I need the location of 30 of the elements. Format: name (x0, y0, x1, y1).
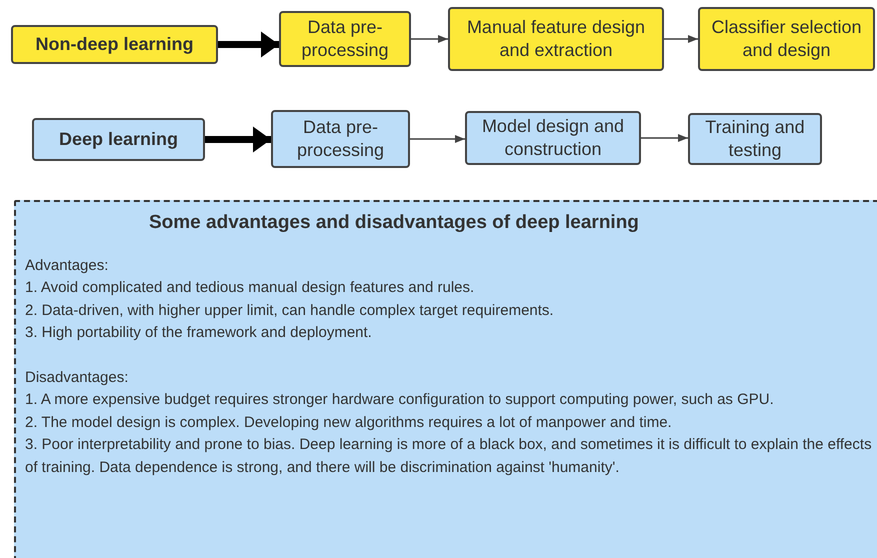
box-label: Data pre-processing (300, 16, 390, 62)
note-text: Disadvantages: (25, 368, 130, 388)
arrow (664, 35, 698, 43)
process-box (698, 7, 875, 71)
note-text: 2. Data-driven, with higher upper limit, can handle complex target requirements. (25, 300, 555, 320)
arrow (410, 135, 465, 143)
process-box (688, 113, 822, 165)
box-label: Training and testing (704, 116, 806, 162)
notes-panel (14, 200, 877, 558)
note-text: 3. High portability of the framework and deployment. (25, 323, 373, 343)
box-label: Classifier selection and design (710, 16, 863, 62)
process-box (11, 25, 218, 64)
process-box (448, 7, 664, 71)
note-text: 1. A more expensive budget requires stronger hardware configuration to support computing power, such as GPU. (25, 390, 775, 410)
arrow (641, 134, 688, 142)
box-label: Model design and construction (480, 115, 626, 161)
box-label: Data pre-processing (296, 116, 386, 162)
note-text: Advantages: (25, 256, 110, 276)
box-label: Manual feature design and extraction (466, 16, 646, 62)
process-box (32, 118, 205, 161)
process-box (271, 110, 410, 168)
panel-title: Some advantages and disadvantages of deep learning (148, 212, 640, 234)
box-label: Non-deep learning (35, 33, 194, 56)
note-text: 1. Avoid complicated and tedious manual design features and rules. (25, 278, 476, 298)
box-label: Deep learning (58, 128, 178, 151)
process-box (279, 11, 411, 67)
process-box (465, 111, 641, 165)
note-text: 2. The model design is complex. Developing new algorithms requires a lot of manpower and time. (25, 412, 673, 432)
arrow (411, 35, 448, 43)
note-text: 3. Poor interpretability and prone to bias. Deep learning is more of a black box, and sometimes it is difficult to explain the effects of training. Data dependence is strong, and there will be discrimination against 'humanity'. (25, 435, 873, 478)
